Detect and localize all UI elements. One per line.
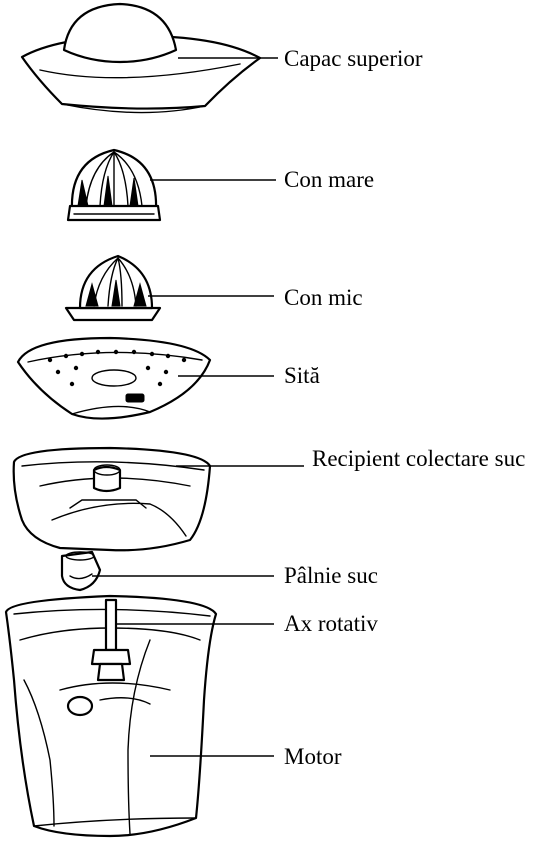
label-ax-rotativ: Ax rotativ — [284, 611, 378, 636]
small-cone-drawing — [66, 256, 160, 320]
large-cone-drawing — [68, 150, 160, 220]
label-motor: Motor — [284, 744, 342, 769]
label-palnie-suc: Pâlnie suc — [284, 563, 378, 588]
juice-container-drawing — [14, 448, 210, 550]
label-recipient-colectare-suc: Recipient colectare suc — [312, 446, 525, 471]
label-con-mare: Con mare — [284, 167, 374, 192]
juice-spout-drawing — [62, 552, 100, 590]
rotating-axle-shaft — [106, 600, 116, 650]
label-con-mic: Con mic — [284, 285, 363, 310]
label-sita: Sită — [284, 363, 320, 388]
sieve-drawing — [18, 338, 210, 419]
label-capac-superior: Capac superior — [284, 46, 423, 71]
motor-base-drawing — [6, 596, 216, 836]
